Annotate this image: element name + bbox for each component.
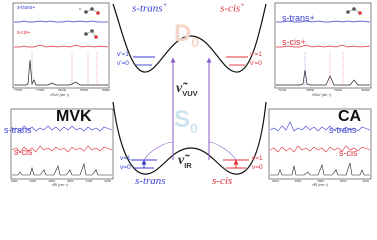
- top-left-trace-red: [14, 44, 109, 48]
- tick: 78800: [101, 88, 110, 92]
- molecule-icon-right: [346, 7, 362, 15]
- upper-v1-trans: v'=1: [117, 51, 129, 58]
- center-label-scis-plus: s-cis+: [220, 1, 245, 15]
- transition-arrows: [141, 57, 239, 168]
- s0-potential-curve: [112, 101, 267, 175]
- top-right-trace-red: [276, 44, 371, 48]
- bottom-left-trace-blue: [11, 125, 113, 132]
- tick: 79800: [305, 88, 315, 92]
- tick: 78500: [79, 88, 89, 92]
- vuv-connector: [143, 141, 237, 161]
- top-right-axis-label: ν̃VUV (cm⁻¹): [312, 93, 332, 97]
- tick: 77600: [14, 88, 23, 92]
- tick: 3050: [66, 179, 74, 183]
- top-left-legend-trans: s-trans+: [17, 5, 36, 11]
- upper-v1-cis: v'=1: [250, 51, 262, 58]
- upper-v0-trans: v'=0: [117, 60, 129, 67]
- tick: 3000: [317, 179, 324, 183]
- lower-v1-cis: v=1: [252, 155, 263, 162]
- top-left-axis-label: ν̃VUV (cm⁻¹): [50, 93, 70, 97]
- bottom-right-trace-blue: [269, 121, 371, 132]
- tick: 78200: [57, 88, 67, 92]
- bottom-left-trace-black: [12, 162, 112, 176]
- vuv-label: ν̃VUV: [176, 81, 198, 98]
- center-label-strans-plus: s-trans+: [132, 1, 168, 15]
- lower-v0-trans: v=0: [120, 164, 131, 171]
- tick: 2950: [29, 179, 37, 183]
- bottom-right-trace-red: [269, 145, 371, 153]
- molecule-icon-left: [78, 7, 100, 39]
- bottom-left-spectrum: [10, 108, 114, 180]
- lower-v1-trans: v=1: [120, 155, 131, 162]
- tick: 2950: [294, 179, 302, 183]
- top-right-trace-blue: [276, 20, 371, 23]
- tick: 77900: [35, 88, 45, 92]
- tick: 3100: [85, 179, 93, 183]
- top-left-trace-black: [14, 59, 108, 86]
- top-right-legend-trans: s-trans+: [282, 13, 315, 23]
- top-left-trace-blue: [14, 20, 108, 23]
- bottom-right-trace-black: [270, 162, 370, 176]
- tick: 79700: [278, 88, 287, 92]
- mvk-label: MVK: [56, 108, 92, 125]
- bottom-left-axis-label: ν̃IR (cm⁻¹): [52, 183, 68, 187]
- potential-energy-diagram: [112, 3, 267, 175]
- top-left-ticks: 77600 77900 78200 78500 78800: [14, 89, 110, 92]
- upper-v0-cis: v'=0: [250, 60, 262, 67]
- top-right-trace-black: [276, 69, 370, 86]
- tick: 3050: [339, 179, 347, 183]
- d0-potential-curve: [112, 3, 267, 73]
- ca-label: CA: [338, 108, 362, 125]
- tick: 3150: [104, 179, 111, 183]
- ir-label: ν̃IR: [178, 153, 192, 170]
- tick: 80000: [361, 88, 370, 92]
- top-left-spectrum: [12, 2, 110, 89]
- bottom-right-label-cis: s-cis: [339, 148, 358, 158]
- top-right-legend-cis: s-cis+: [282, 37, 306, 47]
- bottom-left-label-trans: s-trans: [4, 125, 32, 135]
- bottom-label-strans: s-trans: [135, 175, 166, 187]
- bottom-right-axis-label: ν̃IR (cm⁻¹): [312, 183, 328, 187]
- tick: 2900: [11, 179, 18, 183]
- lower-v0-cis: v=0: [252, 164, 263, 171]
- tick: 79900: [333, 88, 343, 92]
- top-left-legend-cis: s-cis+: [17, 30, 31, 36]
- tick: 2900: [272, 179, 279, 183]
- tick: 3100: [362, 179, 369, 183]
- diagram-canvas: [10, 2, 372, 180]
- bottom-right-spectrum: [268, 108, 372, 180]
- top-right-spectrum: [274, 2, 372, 89]
- d0-state-label: D0: [174, 20, 200, 50]
- bottom-right-label-trans: s-trans: [329, 125, 357, 135]
- top-right-ticks: 79700 79800 79900 80000: [278, 89, 370, 92]
- bottom-left-ticks: 2900 2950 3000 3050 3100 3150: [11, 180, 111, 183]
- figure: { "colors": { "blue": "#3a3fd0", "red": …: [4, 1, 372, 187]
- bottom-right-ticks: 2900 2950 3000 3050 3100: [272, 180, 369, 183]
- tick: 3000: [48, 179, 55, 183]
- s0-state-label: S0: [174, 106, 198, 136]
- bottom-left-trace-red: [11, 145, 113, 153]
- bottom-label-scis: s-cis: [212, 175, 233, 187]
- bottom-left-label-cis: s-cis: [14, 147, 33, 157]
